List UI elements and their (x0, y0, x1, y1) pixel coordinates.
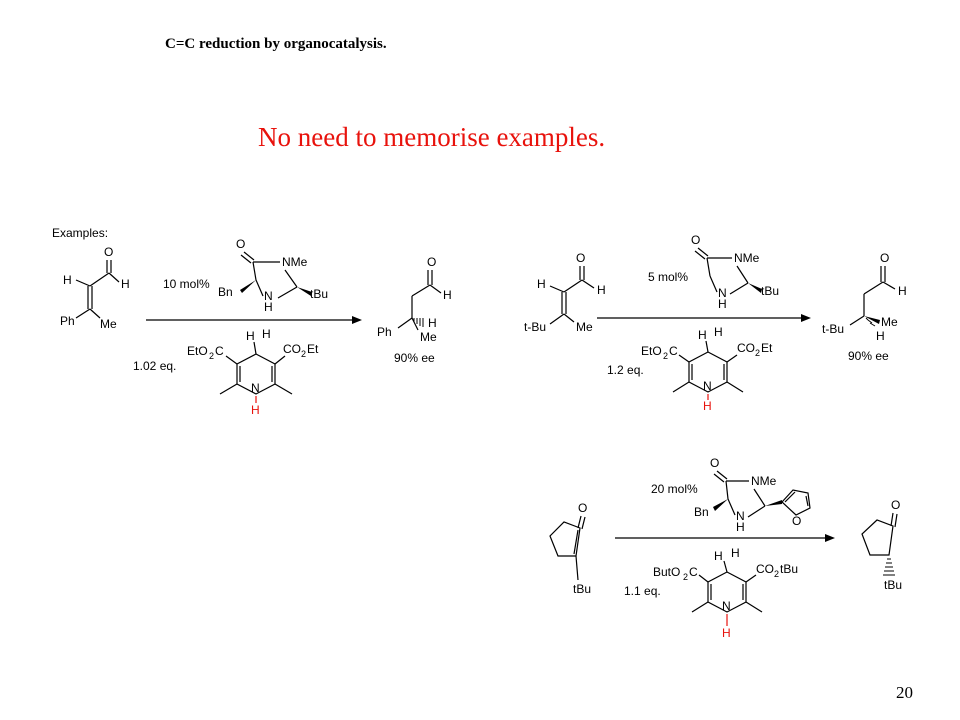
svg-text:ButO: ButO (653, 565, 680, 579)
svg-text:H: H (731, 546, 740, 560)
product-2: O H t-Bu Me H (822, 251, 907, 343)
svg-text:Me: Me (420, 330, 437, 344)
substrate-2: O H H t-Bu Me (524, 251, 606, 334)
svg-text:H: H (537, 277, 546, 291)
svg-text:O: O (710, 456, 719, 470)
svg-text:H: H (722, 626, 731, 640)
catalyst-loading-1: 10 mol% (163, 277, 210, 291)
svg-text:O: O (792, 514, 801, 528)
svg-text:2: 2 (301, 349, 306, 359)
reductant-equiv-2: 1.2 eq. (607, 363, 644, 377)
svg-text:N: N (722, 599, 731, 613)
svg-text:H: H (251, 403, 260, 417)
svg-text:N: N (736, 509, 745, 523)
svg-text:H: H (876, 329, 885, 343)
substrate-1: O H H Ph Me (60, 245, 130, 331)
svg-text:N: N (718, 286, 727, 300)
svg-text:H: H (736, 520, 745, 534)
svg-text:tBu: tBu (310, 287, 328, 301)
slide-title: C=C reduction by organocatalysis. (165, 36, 387, 52)
svg-text:CO: CO (737, 341, 755, 355)
reaction-arrow-1-head (352, 316, 362, 324)
svg-text:CO: CO (756, 562, 774, 576)
svg-text:H: H (246, 329, 255, 343)
svg-text:t-Bu: t-Bu (524, 320, 546, 334)
svg-text:N: N (264, 289, 273, 303)
svg-text:H: H (898, 284, 907, 298)
svg-text:2: 2 (683, 572, 688, 582)
svg-text:t-Bu: t-Bu (822, 322, 844, 336)
catalyst-3: O NMe N H Bn O (694, 456, 811, 534)
page-number: 20 (896, 683, 913, 702)
svg-text:O: O (880, 251, 889, 265)
catalyst-1: O NMe N H Bn tBu (218, 237, 328, 314)
svg-text:NMe: NMe (282, 255, 308, 269)
svg-text:N: N (703, 379, 712, 393)
svg-text:Me: Me (881, 315, 898, 329)
svg-text:H: H (597, 283, 606, 297)
svg-text:tBu: tBu (573, 582, 591, 596)
svg-text:Me: Me (100, 317, 117, 331)
reductant-equiv-3: 1.1 eq. (624, 584, 661, 598)
svg-text:O: O (691, 233, 700, 247)
svg-text:NMe: NMe (751, 474, 777, 488)
svg-text:Bn: Bn (218, 285, 233, 299)
svg-text:C: C (669, 344, 678, 358)
svg-text:H: H (714, 549, 723, 563)
catalyst-loading-2: 5 mol% (648, 270, 688, 284)
substrate-3: O tBu (549, 501, 591, 596)
svg-text:H: H (443, 288, 452, 302)
svg-text:H: H (63, 273, 72, 287)
svg-text:Et: Et (761, 341, 773, 355)
reductant-equiv-1: 1.02 eq. (133, 359, 176, 373)
svg-text:N: N (251, 381, 260, 395)
svg-text:H: H (121, 277, 130, 291)
svg-text:EtO: EtO (187, 344, 208, 358)
svg-text:EtO: EtO (641, 344, 662, 358)
svg-text:O: O (578, 501, 587, 515)
reaction-arrow-3-head (825, 534, 835, 542)
product-3: O tBu (861, 498, 902, 592)
svg-text:tBu: tBu (761, 284, 779, 298)
svg-text:C: C (689, 565, 698, 579)
svg-text:H: H (264, 300, 273, 314)
svg-text:H: H (703, 399, 712, 413)
catalyst-2: O NMe N H tBu (691, 233, 779, 311)
slide-note: No need to memorise examples. (258, 122, 606, 152)
svg-text:H: H (714, 325, 723, 339)
product-1: O H Ph Me H (377, 255, 452, 344)
svg-text:C: C (215, 344, 224, 358)
svg-text:2: 2 (774, 569, 779, 579)
reaction-arrow-2-head (801, 314, 811, 322)
svg-text:Et: Et (307, 342, 319, 356)
svg-text:O: O (427, 255, 436, 269)
svg-text:O: O (576, 251, 585, 265)
svg-text:Ph: Ph (377, 325, 392, 339)
product-ee-2: 90% ee (848, 349, 889, 363)
svg-text:tBu: tBu (884, 578, 902, 592)
svg-text:H: H (698, 328, 707, 342)
svg-text:2: 2 (209, 351, 214, 361)
svg-text:H: H (428, 316, 437, 330)
svg-text:H: H (262, 327, 271, 341)
svg-text:Ph: Ph (60, 314, 75, 328)
svg-text:tBu: tBu (780, 562, 798, 576)
svg-text:O: O (104, 245, 113, 259)
catalyst-loading-3: 20 mol% (651, 482, 698, 496)
svg-text:2: 2 (755, 348, 760, 358)
svg-text:O: O (891, 498, 900, 512)
svg-text:2: 2 (663, 351, 668, 361)
svg-text:NMe: NMe (734, 251, 760, 265)
svg-text:CO: CO (283, 342, 301, 356)
examples-label: Examples: (52, 226, 108, 240)
svg-text:O: O (236, 237, 245, 251)
svg-text:Bn: Bn (694, 505, 709, 519)
svg-text:Me: Me (576, 320, 593, 334)
svg-text:H: H (718, 297, 727, 311)
product-ee-1: 90% ee (394, 351, 435, 365)
